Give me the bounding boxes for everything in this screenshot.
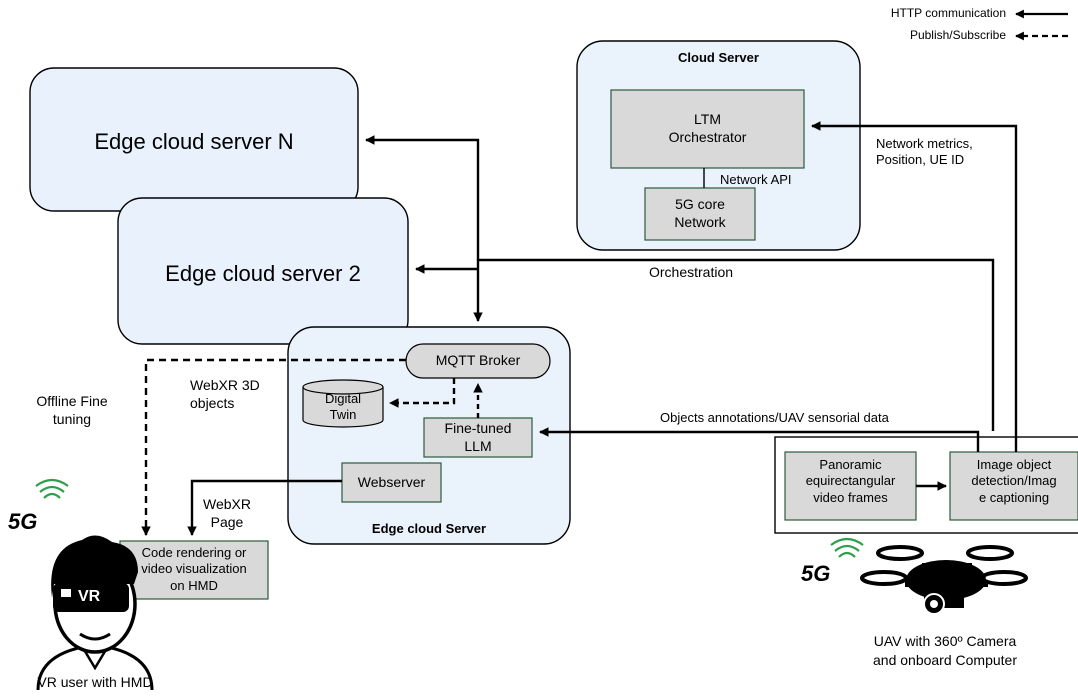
mqtt-to-twin-dashed: [389, 378, 456, 408]
webserver-box: [341, 462, 442, 503]
network-metrics-line-2: Position, UE ID: [876, 152, 965, 168]
twin-line-2: Twin: [329, 407, 357, 423]
network-metrics-arrow: [811, 121, 1018, 452]
code-render-line-1: Code rendering or: [141, 545, 247, 560]
detection-label: Image object detection/Imag e captioning: [950, 457, 1078, 506]
uav-5g-badge: 5G: [801, 561, 831, 586]
vr-user-icon: [36, 535, 154, 691]
llm-box: [423, 417, 533, 458]
uav-caption-line-1: UAV with 360º Camera: [873, 633, 1017, 649]
code-render-line-3: on HMD: [170, 577, 218, 593]
panoramic-box: [784, 451, 917, 521]
uav-drone-icon: [860, 545, 1028, 615]
edge-server-2-title: Edge cloud server 2: [165, 261, 361, 286]
5g-core-box: [644, 187, 756, 241]
offline-line-2: tuning: [52, 410, 92, 427]
detection-line-3: e captioning: [978, 489, 1050, 505]
orchestration-bus: [473, 258, 995, 431]
http-to-edge-n: [365, 135, 480, 260]
detection-line-2: detection/Imag: [971, 473, 1057, 489]
offline-fine-tuning-label: Offline Fine tuning: [22, 393, 122, 428]
uav-caption: UAV with 360º Camera and onboard Compute…: [845, 632, 1045, 670]
webxr-3d-line-1: WebXR 3D: [190, 377, 260, 393]
mqtt-to-vr-dashed: [141, 358, 406, 536]
detection-box: [949, 451, 1078, 521]
vr-user-caption: VR user with HMD: [37, 674, 153, 690]
orchestration-label: Orchestration: [649, 264, 734, 280]
panoramic-line-3: video frames: [813, 489, 888, 505]
network-metrics-line-1: Network metrics,: [876, 136, 973, 151]
edge-server-2-box: [117, 197, 409, 345]
hmd-vr-text: VR: [78, 588, 101, 605]
digital-twin-cylinder-top: [302, 379, 384, 395]
webxr-page-arrow: [187, 479, 342, 536]
legend-http-label: HTTP communication: [890, 6, 1006, 20]
llm-line-1: Fine-tuned: [444, 420, 512, 436]
network-api-label: Network API: [720, 172, 792, 187]
webxr-page-label: WebXR Page: [197, 496, 257, 531]
network-metrics-label: Network metrics, Position, UE ID: [876, 136, 973, 169]
offline-line-1: Offline Fine: [36, 393, 108, 409]
cloud-server-title: Cloud Server: [678, 50, 759, 65]
core-line-2: Network: [674, 213, 726, 230]
mqtt-broker-label: MQTT Broker: [435, 352, 521, 368]
vr-5g-signal-icon: [35, 478, 69, 499]
vr-5g-badge: 5G: [8, 509, 38, 534]
code-rendering-label: Code rendering or video visualization on…: [120, 545, 268, 594]
webxr-page-line-1: WebXR: [203, 496, 251, 512]
webserver-label: Webserver: [357, 474, 426, 490]
llm-label: Fine-tuned LLM: [424, 420, 532, 455]
ltm-line-1: LTM: [694, 111, 721, 127]
legend-pubsub-label: Publish/Subscribe: [909, 28, 1006, 42]
webxr-3d-label: WebXR 3D objects: [190, 377, 260, 412]
detection-line-1: Image object: [976, 457, 1052, 472]
uav-caption-line-2: and onboard Computer: [873, 651, 1017, 668]
edge-server-n-title: Edge cloud server N: [94, 129, 294, 154]
digital-twin-cylinder-body: [302, 387, 384, 428]
ltm-orchestrator-label: LTM Orchestrator: [611, 111, 804, 146]
objects-annotations-label: Objects annotations/UAV sensorial data: [660, 410, 889, 425]
webxr-3d-line-2: objects: [190, 394, 235, 411]
core-line-1: 5G core: [675, 196, 725, 212]
llm-line-2: LLM: [464, 437, 492, 454]
webxr-page-line-2: Page: [210, 513, 244, 530]
ltm-line-2: Orchestrator: [668, 128, 747, 145]
edge-cloud-server-title: Edge cloud Server: [371, 521, 487, 536]
panoramic-line-2: equirectangular: [805, 473, 896, 489]
uav-5g-signal-icon: [830, 537, 864, 558]
panoramic-line-1: Panoramic: [819, 457, 882, 472]
twin-line-1: Digital: [324, 391, 362, 406]
digital-twin-label: Digital Twin: [303, 391, 383, 424]
ltm-orchestrator-box: [610, 89, 805, 169]
panoramic-label: Panoramic equirectangular video frames: [785, 457, 916, 506]
5g-core-label: 5G core Network: [645, 196, 755, 231]
code-render-line-2: video visualization: [141, 561, 247, 577]
objects-annotations-arrow: [539, 427, 980, 452]
